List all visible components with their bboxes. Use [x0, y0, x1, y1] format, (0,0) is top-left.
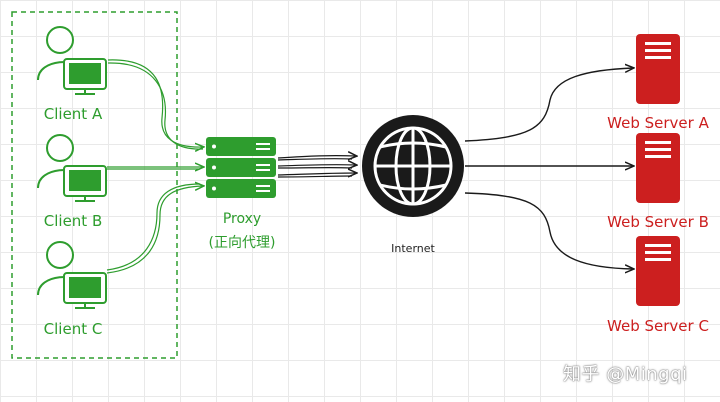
client-b-label: Client B [43, 212, 103, 230]
proxy-sublabel: (正向代理) [208, 235, 276, 251]
web-server-c-label: Web Server C [607, 317, 709, 335]
web-server-b-label: Web Server B [607, 213, 709, 231]
watermark: 知乎 @Mingqi [563, 364, 688, 385]
client-b-icon [37, 134, 107, 202]
internet-to-server-arrows [464, 68, 633, 269]
client-c-icon [37, 241, 107, 309]
client-a-label: Client A [43, 105, 103, 123]
proxy-to-internet-arrows [277, 156, 356, 177]
client-group-box [11, 11, 178, 359]
proxy-server-icon [206, 137, 276, 198]
web-server-a-icon [636, 34, 680, 104]
internet-label: Internet [391, 242, 435, 255]
web-server-c-icon [636, 236, 680, 306]
client-c-label: Client C [43, 320, 103, 338]
proxy-label: Proxy [222, 211, 262, 227]
web-server-a-label: Web Server A [607, 114, 709, 132]
internet-globe-icon [362, 115, 464, 217]
client-a-icon [37, 26, 107, 95]
client-to-proxy-arrows [106, 59, 203, 274]
web-server-b-icon [636, 133, 680, 203]
